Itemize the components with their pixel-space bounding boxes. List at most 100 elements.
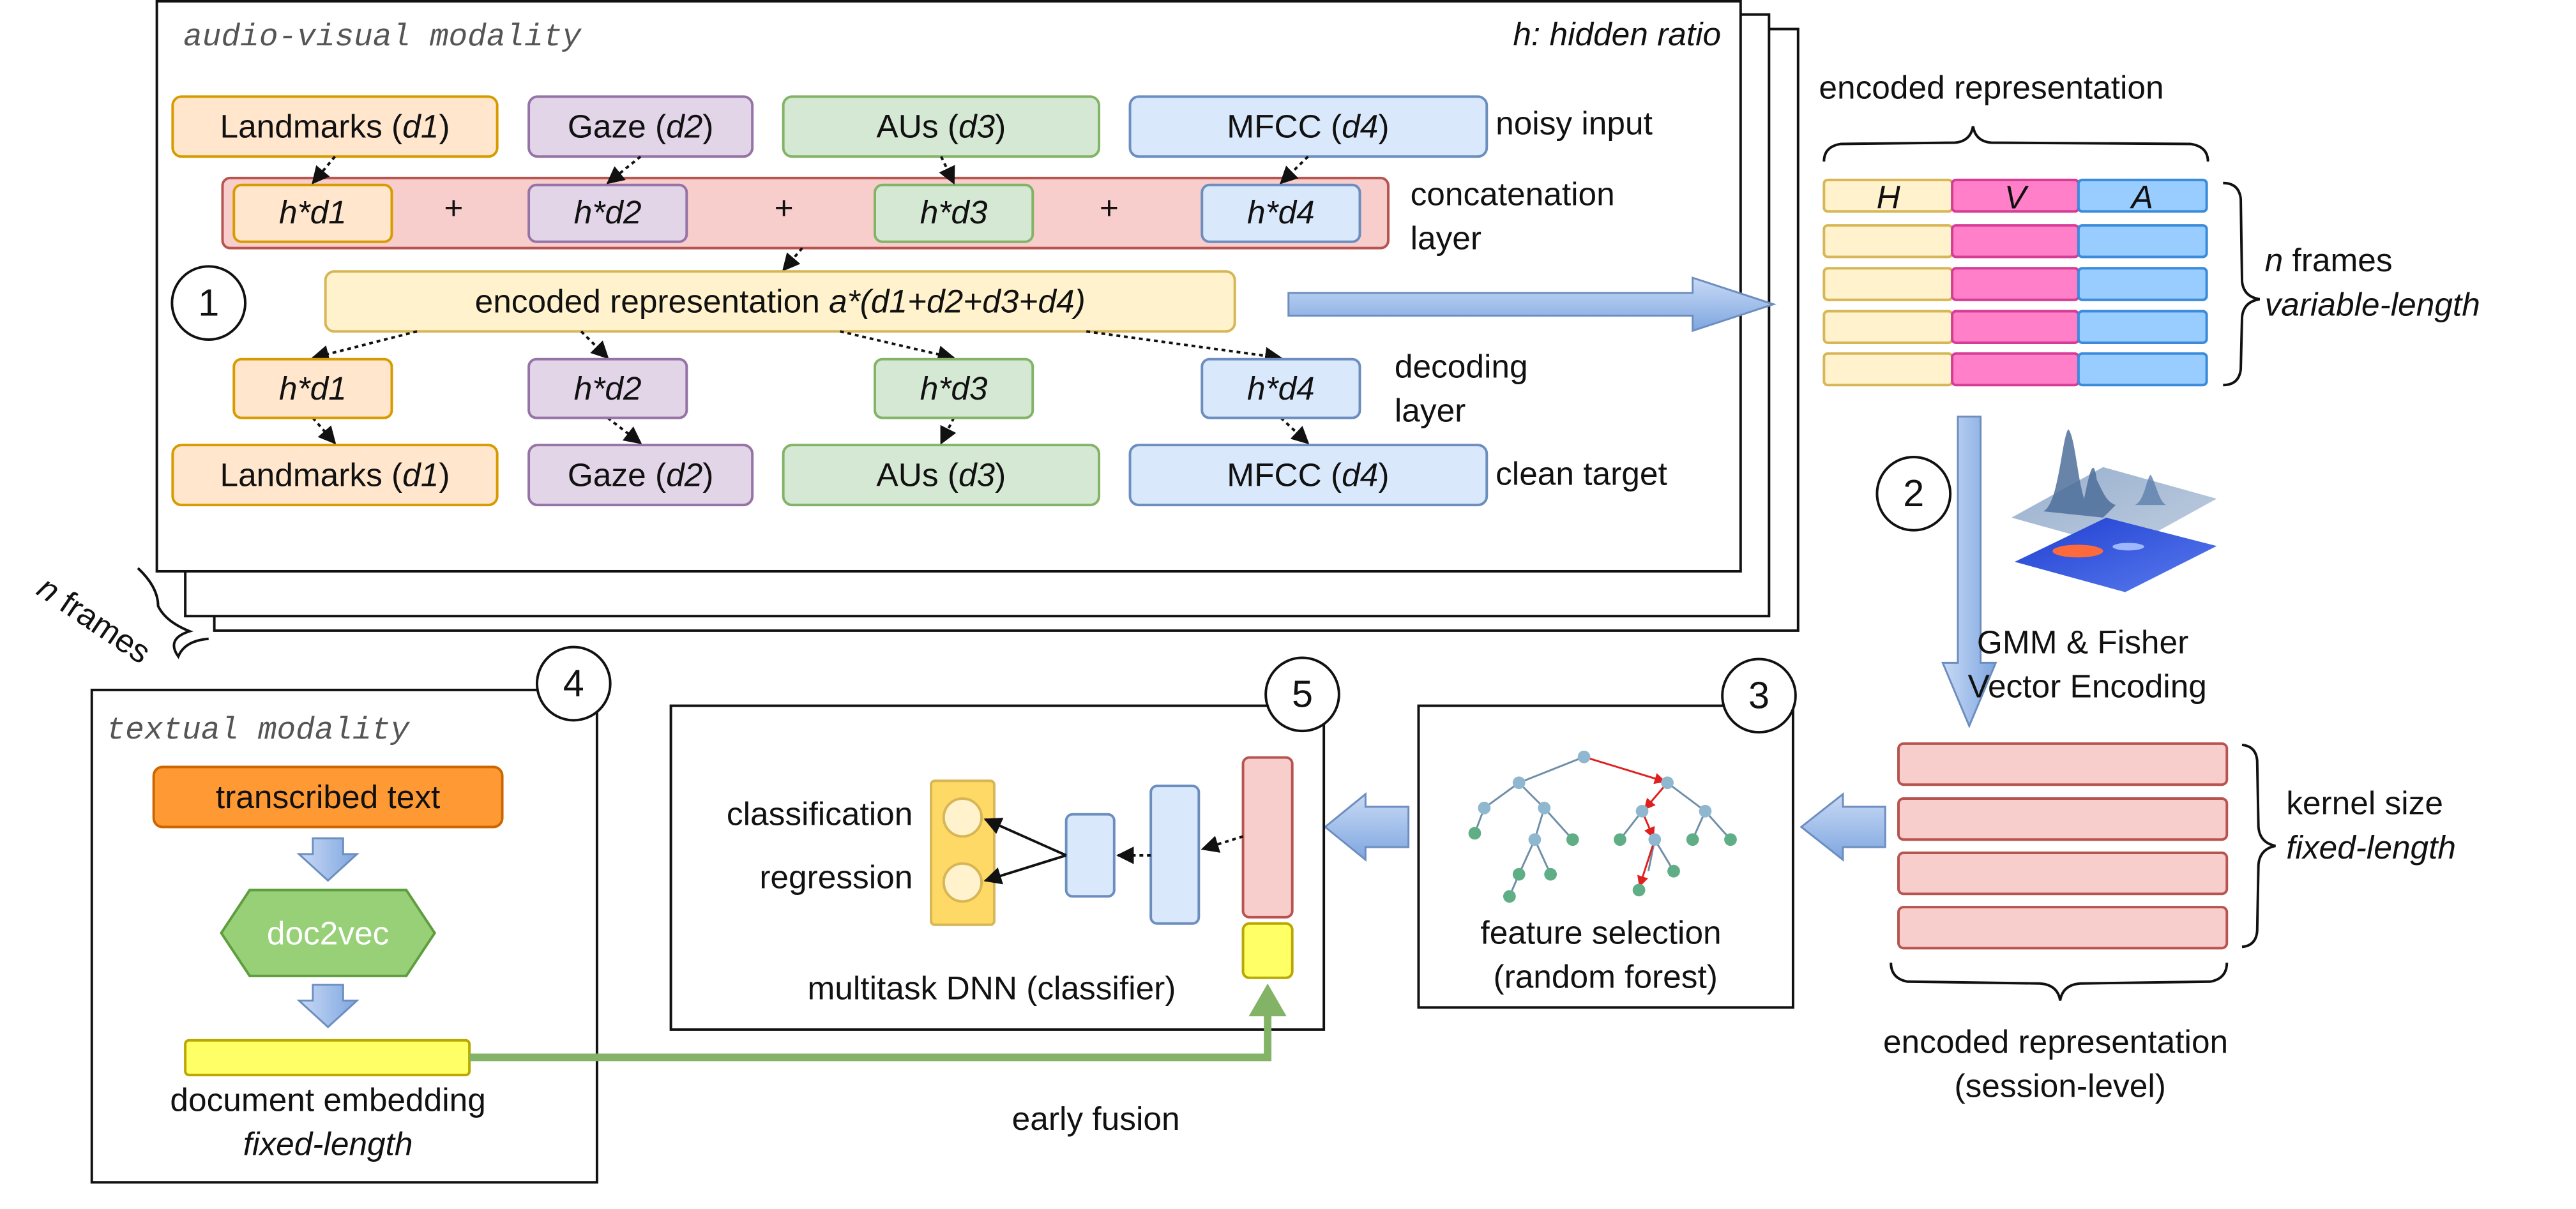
target-landmarks-box bbox=[171, 444, 499, 507]
input-mfcc-label: MFCC (d4) bbox=[1227, 108, 1389, 145]
target-gaze-label: Gaze (d2) bbox=[568, 456, 714, 493]
frame-row-2-h bbox=[1822, 267, 1954, 301]
arrow-to-feature-selection bbox=[1799, 792, 1886, 862]
early-fusion-line bbox=[469, 1013, 1272, 1062]
hidden-layer-2 bbox=[1064, 813, 1116, 898]
n-frames-variable-label: n frames bbox=[2265, 241, 2393, 278]
frame-row-2-a bbox=[2077, 267, 2208, 301]
hidden-d1-box bbox=[232, 183, 393, 243]
feature-selection-panel: 3 bbox=[1417, 657, 1797, 1009]
decode-arrows bbox=[311, 330, 1310, 445]
input-gaze-label: Gaze (d2) bbox=[568, 108, 714, 145]
clean-target-row: Landmarks (d1) Gaze (d2) AUs (d3) MFCC (… bbox=[171, 444, 1667, 507]
arrow-concat-encoded bbox=[782, 247, 803, 272]
encoded-representation-label: encoded representation a*(d1+d2+d3+d4) bbox=[475, 283, 1086, 320]
n-frames-brace bbox=[137, 567, 209, 659]
gmm-density-plane bbox=[2012, 467, 2217, 550]
session-right-brace bbox=[2241, 743, 2276, 949]
transcribed-text-box bbox=[152, 765, 504, 829]
frame-row-4-v bbox=[1951, 352, 2080, 387]
session-row-1 bbox=[1897, 742, 2229, 786]
frame-row-1-a bbox=[2077, 224, 2208, 259]
frame-row-1-v bbox=[1951, 224, 2080, 259]
target-aus-box bbox=[782, 444, 1101, 507]
noisy-input-row: Landmarks (d1) Gaze (d2) AUs (d3) MFCC (… bbox=[171, 95, 1653, 158]
gmm-density-peak-2 bbox=[2134, 474, 2167, 506]
early-fusion-arrowhead bbox=[1248, 983, 1287, 1017]
encoded-representation-box bbox=[324, 270, 1236, 333]
concatenation-layer: h*d1 + h*d2 + h*d3 + h*d4 concatenation … bbox=[221, 175, 1624, 257]
dnn-caption: multitask DNN (classifier) bbox=[807, 969, 1176, 1006]
target-gaze-box bbox=[527, 444, 754, 507]
early-fusion-label: early fusion bbox=[1012, 1100, 1180, 1137]
noisy-input-label: noisy input bbox=[1496, 105, 1653, 142]
target-mfcc-box bbox=[1128, 444, 1489, 507]
variable-length-label: variable-length bbox=[2265, 285, 2480, 322]
input-layer-fused bbox=[1241, 756, 1294, 919]
frame-encoding-right-brace bbox=[2223, 181, 2261, 387]
session-caption: encoded representation (session-level) bbox=[1883, 1023, 2237, 1104]
doc2vec-label: doc2vec bbox=[267, 914, 389, 951]
hidden-d2-box bbox=[527, 183, 688, 243]
arrow-h3-target bbox=[940, 417, 957, 445]
frame-encoding-title: encoded representation bbox=[1819, 68, 2163, 105]
arrow-to-doc2vec bbox=[296, 837, 360, 882]
step-2-number: 2 bbox=[1903, 472, 1924, 514]
step-4-number: 4 bbox=[563, 662, 584, 705]
gmm-fisher-stage: 2 GMM & Fisher Vector Encoding bbox=[1875, 416, 2217, 729]
step-5-number: 5 bbox=[1292, 673, 1313, 716]
output-node-classification bbox=[942, 797, 983, 838]
regression-label: regression bbox=[759, 858, 913, 895]
frame-encoding: encoded representation H V A n frames va… bbox=[1819, 68, 2480, 387]
output-node-regression bbox=[942, 862, 983, 903]
input-landmarks-label: Landmarks (d1) bbox=[220, 108, 450, 145]
textual-panel: 4 textual modality transcribed text doc2… bbox=[90, 645, 612, 1184]
frame-row-4-h bbox=[1822, 352, 1954, 387]
plus-2: + bbox=[775, 189, 794, 226]
session-encoding: kernel size fixed-length encoded represe… bbox=[1883, 742, 2456, 1104]
frame-row-3-v bbox=[1951, 310, 2080, 344]
target-landmarks-label: Landmarks (d1) bbox=[220, 456, 450, 493]
arrow-landmarks-concat bbox=[312, 155, 337, 184]
decode-d4-label: h*d4 bbox=[1247, 370, 1315, 407]
input-aus-label: AUs (d3) bbox=[876, 108, 1006, 145]
hidden-ratio-label: h: hidden ratio bbox=[1513, 15, 1721, 52]
feature-selection-caption: feature selection (random forest) bbox=[1480, 913, 1731, 995]
audio-visual-title: audio-visual modality bbox=[183, 19, 582, 55]
decode-d2-box bbox=[527, 357, 688, 419]
arrow-to-frame-encoding bbox=[1287, 276, 1777, 333]
classification-label: classification bbox=[727, 795, 913, 832]
transcribed-text-label: transcribed text bbox=[216, 778, 440, 815]
hidden-d3-label: h*d3 bbox=[920, 193, 988, 230]
hidden-layer-1 bbox=[1149, 785, 1201, 925]
hidden-d4-label: h*d4 bbox=[1247, 193, 1315, 230]
step-2-marker bbox=[1875, 455, 1952, 532]
gmm-projection-plane bbox=[2014, 517, 2217, 592]
input-layer-text bbox=[1241, 922, 1294, 979]
frame-row-4-a bbox=[2077, 352, 2208, 387]
edge-hidden2-regression bbox=[983, 854, 1067, 885]
diagram-canvas: audio-visual modality h: hidden ratio La… bbox=[31, 0, 2480, 1184]
gmm-label: GMM & Fisher Vector Encoding bbox=[1968, 624, 2207, 705]
hidden-d2-label: h*d2 bbox=[574, 193, 642, 230]
decoding-layer: h*d1 h*d2 h*d3 h*d4 decoding layer bbox=[232, 347, 1528, 429]
edge-hidden2-classification bbox=[983, 818, 1067, 857]
concatenation-layer-label: concatenation layer bbox=[1411, 175, 1624, 256]
target-mfcc-label: MFCC (d4) bbox=[1227, 456, 1389, 493]
decode-d4-box bbox=[1201, 357, 1361, 419]
concat-bar bbox=[221, 176, 1390, 250]
decode-d3-box bbox=[874, 357, 1034, 419]
feature-selection-frame bbox=[1417, 704, 1794, 1009]
step-3-number: 3 bbox=[1748, 674, 1769, 717]
document-embedding-label: document embedding bbox=[170, 1081, 485, 1118]
hidden-d4-box bbox=[1201, 183, 1361, 243]
arrow-h1-target bbox=[312, 417, 337, 445]
column-v-label: V bbox=[2004, 178, 2029, 215]
step-1-number: 1 bbox=[198, 281, 219, 324]
gmm-density-peak bbox=[2043, 429, 2116, 518]
arrow-aus-concat bbox=[939, 156, 955, 185]
frame-rows bbox=[1822, 224, 2208, 387]
document-embedding-bar bbox=[184, 1039, 471, 1077]
step-5-marker bbox=[1264, 656, 1340, 733]
textual-title: textual modality bbox=[107, 712, 411, 748]
